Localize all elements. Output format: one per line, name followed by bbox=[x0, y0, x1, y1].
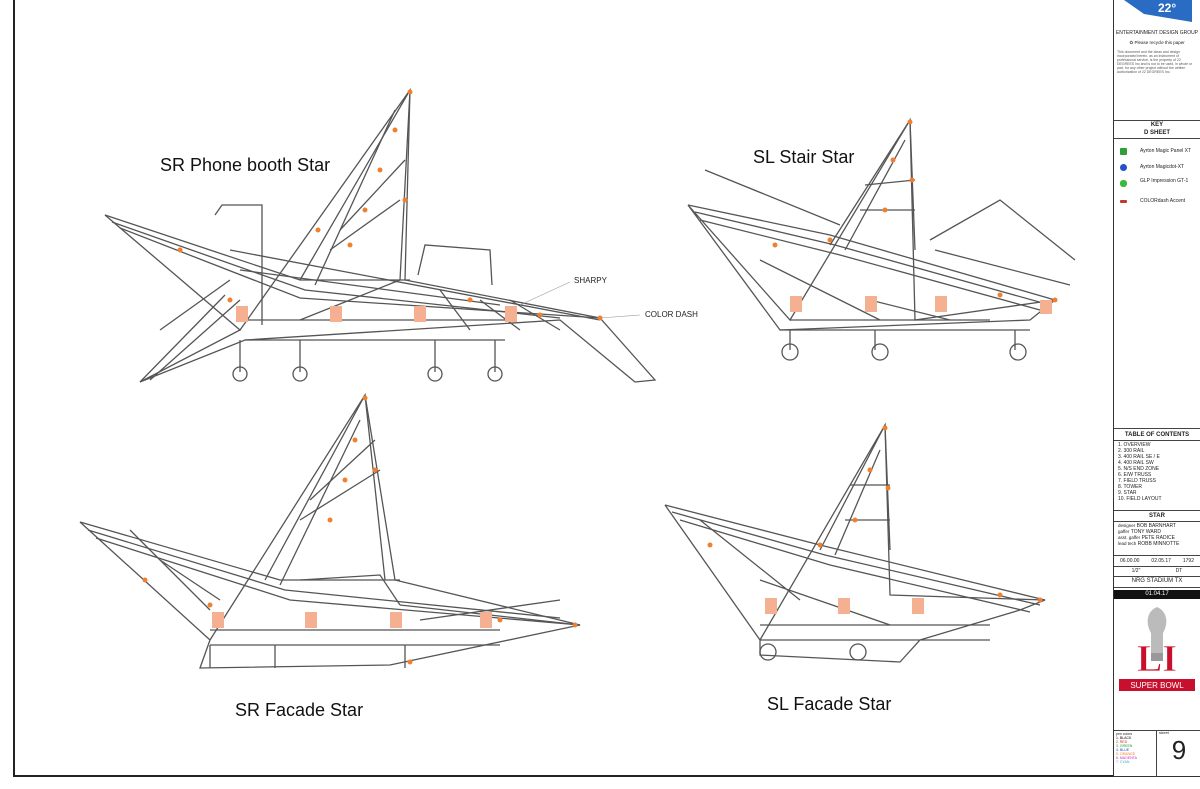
legend-item-magicdot: Ayrton Magicdot-XT bbox=[1118, 164, 1198, 176]
square-fixture-icon bbox=[1120, 148, 1127, 155]
key-title: KEY bbox=[1150, 122, 1164, 128]
sl-facade-star-drawing bbox=[664, 422, 1046, 663]
toc-list: 1. OVERVIEW 2. 300 RAIL 3. 400 RAIL SE /… bbox=[1114, 442, 1200, 502]
recycle-icon: ♻ bbox=[1129, 40, 1134, 45]
toc-item: 5. N/S END ZONE bbox=[1118, 466, 1160, 472]
recycle-note: ♻ Please recycle this paper bbox=[1129, 40, 1185, 45]
roman-numeral-text: LI bbox=[1137, 638, 1177, 680]
toc-item: 2. 300 RAIL bbox=[1118, 448, 1145, 454]
dash-fixture-icon bbox=[1120, 200, 1127, 203]
credit-row: lead tech ROBB MINNOTTE bbox=[1118, 541, 1180, 547]
callout-sharpy: SHARPY bbox=[574, 276, 607, 285]
view-label-sl-facade: SL Facade Star bbox=[767, 694, 892, 714]
toc-item: 8. TOWER bbox=[1118, 484, 1142, 490]
toc-item: 3. 400 RAIL SE / E bbox=[1118, 454, 1160, 460]
sr-facade-fixtures bbox=[142, 395, 578, 665]
toc-item: 1. OVERVIEW bbox=[1118, 442, 1151, 448]
toc-title: TABLE OF CONTENTS bbox=[1124, 432, 1190, 438]
sr-phone-booth-star-drawing bbox=[104, 87, 657, 383]
sr-phone-booth-fixtures bbox=[177, 89, 603, 322]
legend-item-magic-panel: Ayrton Magic Panel XT bbox=[1118, 148, 1198, 160]
dot-fixture-icon bbox=[1120, 164, 1127, 171]
toc-item: 9. STAR bbox=[1118, 490, 1137, 496]
callout-color-dash: COLOR DASH bbox=[645, 310, 698, 319]
pen-color-key: pen colors 1. BLACK 2. RED 3. GREEN 4. B… bbox=[1116, 732, 1137, 764]
venue-text: NRG STADIUM TX bbox=[1131, 578, 1183, 584]
key-subtitle: D SHEET bbox=[1143, 130, 1170, 136]
sl-stair-fixtures bbox=[772, 119, 1058, 314]
sharpy-callout-leaders bbox=[519, 281, 641, 319]
sheet-number-box: sheet 9 bbox=[1156, 730, 1200, 777]
version-value: 06.00.00 bbox=[1119, 558, 1140, 564]
drawn-date-value: 02.05.17 bbox=[1151, 558, 1171, 564]
sr-facade-star-drawing bbox=[79, 392, 581, 669]
toc-item: 7. FIELD TRUSS bbox=[1118, 478, 1156, 484]
sl-facade-fixtures bbox=[707, 425, 1043, 614]
view-label-sl-stair: SL Stair Star bbox=[753, 147, 855, 167]
legend-item-colordash: COLORdash Accent bbox=[1118, 198, 1198, 210]
credit-row: designer BOB BARNHART bbox=[1118, 523, 1177, 529]
title-block: 22° ENTERTAINMENT DESIGN GROUP ♻ Please … bbox=[1113, 0, 1200, 777]
drawing-canvas bbox=[79, 87, 1076, 669]
scale-value: 1/2" bbox=[1131, 568, 1141, 574]
moving-head-icon bbox=[1120, 180, 1127, 187]
credit-row: gaffer TONY WARD bbox=[1118, 529, 1161, 535]
drawn-by-value: DT bbox=[1175, 568, 1183, 574]
scale-row: 1/2" DT bbox=[1114, 568, 1200, 574]
date-bar: 01.04.17 bbox=[1114, 590, 1200, 599]
toc-item: 6. E/W TRUSS bbox=[1118, 472, 1152, 478]
credits-list: designer BOB BARNHART gaffer TONY WARD a… bbox=[1114, 523, 1200, 547]
drawing-frame bbox=[13, 0, 1113, 777]
sheet-number: 9 bbox=[1171, 735, 1187, 765]
legend-item-glp: GLP Impression GT-1 bbox=[1118, 178, 1198, 194]
credit-row: asst. gaffer PETE RADICE bbox=[1118, 535, 1175, 541]
company-name: ENTERTAINMENT DESIGN GROUP bbox=[1115, 30, 1199, 36]
super-bowl-logo: LI SUPER BOWL bbox=[1119, 607, 1195, 691]
toc-item: 10. FIELD LAYOUT bbox=[1118, 496, 1162, 502]
disclaimer-text: This document and the ideas and design i… bbox=[1117, 50, 1193, 74]
sheet-title: STAR bbox=[1149, 513, 1165, 519]
svg-text:22°: 22° bbox=[1158, 1, 1176, 15]
sl-stair-star-drawing bbox=[687, 117, 1076, 361]
view-label-sr-facade: SR Facade Star bbox=[235, 700, 364, 720]
company-logo: 22° bbox=[1124, 0, 1192, 22]
toc-item: 4. 400 RAIL SW bbox=[1118, 460, 1154, 466]
super-bowl-text: SUPER BOWL bbox=[1130, 681, 1184, 690]
version-row: 06.00.00 02.05.17 1792 bbox=[1114, 558, 1200, 564]
view-label-sr-phone-booth: SR Phone booth Star bbox=[160, 155, 331, 175]
number-value: 1792 bbox=[1182, 558, 1194, 564]
